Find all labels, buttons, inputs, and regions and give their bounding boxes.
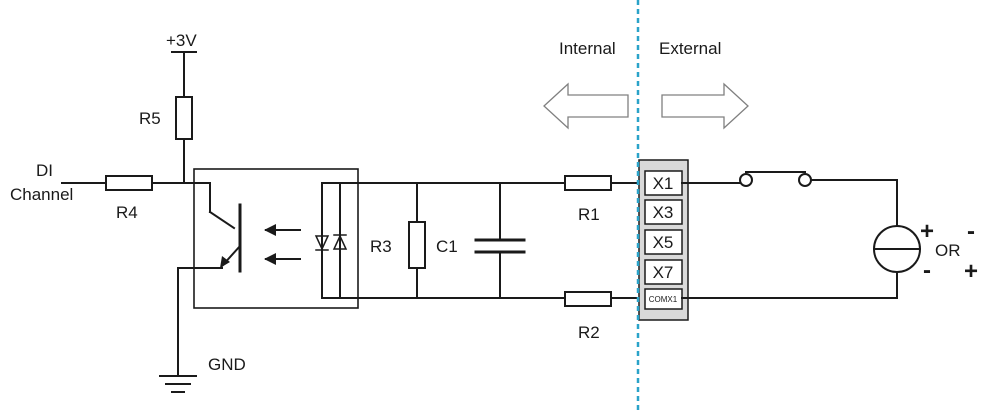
pin-x3-label: X3 (653, 203, 674, 222)
r4-label: R4 (116, 203, 138, 222)
resistor-r5 (175, 96, 193, 140)
terminal-pin-comx1: COMX1 (644, 288, 683, 310)
polarity-minus-top: - (967, 218, 975, 245)
pin-x1-label: X1 (653, 174, 674, 193)
or-label: OR (935, 241, 961, 260)
supply-label: +3V (166, 31, 197, 50)
terminal-pin-x7: X7 (644, 259, 683, 285)
c1-label: C1 (436, 237, 458, 256)
emitter-arrow (220, 256, 230, 268)
r5-label: R5 (139, 109, 161, 128)
r3-label: R3 (370, 237, 392, 256)
light-arrowhead-bottom (264, 253, 276, 265)
r2-label: R2 (578, 323, 600, 342)
pin-x5-label: X5 (653, 233, 674, 252)
external-arrow-icon (661, 82, 749, 130)
switch-contact-left (739, 173, 753, 187)
pin-comx1-label: COMX1 (649, 295, 678, 304)
optocoupler-box (193, 168, 359, 309)
internal-label: Internal (559, 39, 616, 58)
polarity-plus-bottom: + (964, 258, 978, 285)
terminal-pin-x5: X5 (644, 229, 683, 255)
input-label-line1: DI (36, 161, 53, 180)
terminal-pin-x3: X3 (644, 199, 683, 225)
led-1-triangle (314, 235, 330, 251)
terminal-pin-x1: X1 (644, 170, 683, 196)
resistor-r1 (564, 175, 612, 191)
led-2-triangle (332, 234, 348, 250)
resistor-r3 (408, 221, 426, 269)
resistor-r2 (564, 291, 612, 307)
collector-lead (208, 210, 236, 230)
input-label-line2: Channel (10, 185, 73, 204)
switch-contact-right (798, 173, 812, 187)
resistor-r4 (105, 175, 153, 191)
ground-label: GND (208, 355, 246, 374)
light-arrowhead-top (264, 224, 276, 236)
polarity-minus-bottom: - (923, 257, 931, 284)
external-label: External (659, 39, 721, 58)
polarity-plus-top: + (920, 218, 934, 245)
internal-arrow-icon (543, 82, 629, 130)
r1-label: R1 (578, 205, 600, 224)
pin-x7-label: X7 (653, 263, 674, 282)
